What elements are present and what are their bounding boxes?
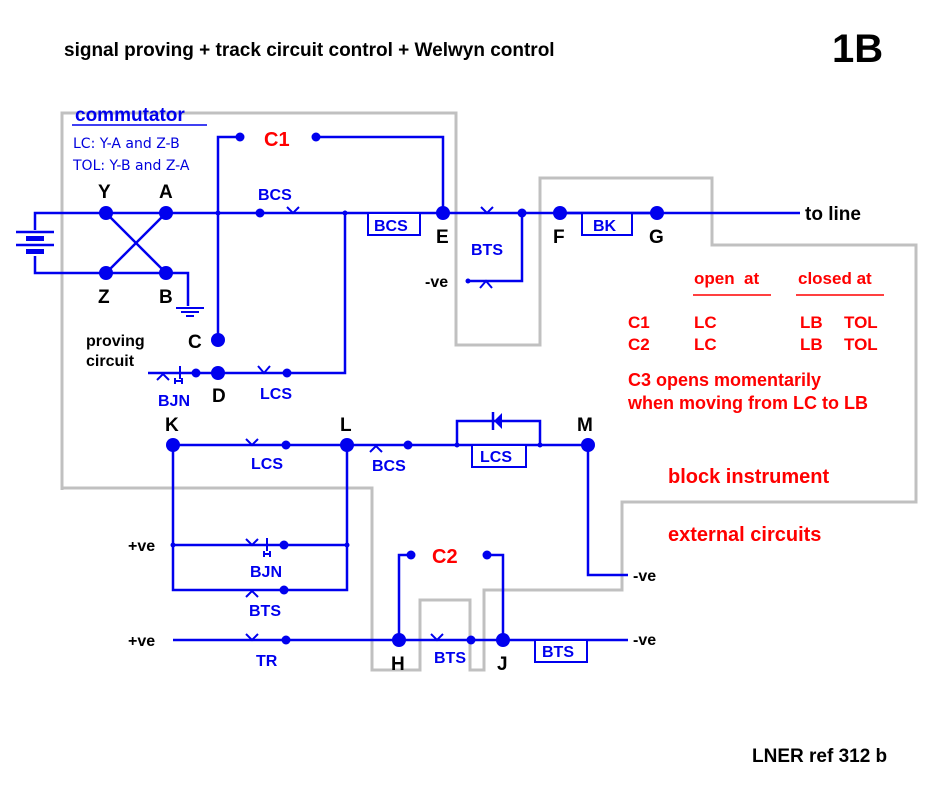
block-instrument-label: block instrument <box>668 466 829 488</box>
node-label-f: F <box>553 227 565 248</box>
lcs-contact-icon <box>257 365 271 375</box>
bjn-contact-icon <box>156 372 170 381</box>
node-label-a: A <box>159 182 173 203</box>
c3-note-line-2: when moving from LC to LB <box>627 393 868 413</box>
bjn-lower-label: BJN <box>250 564 282 581</box>
bts-hj-contact-icon <box>430 633 444 642</box>
bcs-top-label: BCS <box>258 187 292 204</box>
battery-icon <box>16 211 106 275</box>
table-header-closed: closed at <box>798 269 872 288</box>
tr-contact-icon <box>245 633 259 642</box>
node-label-e: E <box>436 227 449 248</box>
lcs-proving-label: LCS <box>260 386 292 403</box>
table-row-c2-contact: C2 <box>628 335 650 354</box>
proving-circuit-label-2: circuit <box>86 353 135 370</box>
tr-label: TR <box>256 653 278 670</box>
commutator-label: commutator <box>75 105 185 126</box>
lcs-relay-box <box>471 444 527 468</box>
table-row-c1-contact: C1 <box>628 313 650 332</box>
table-row-c1-closed-2: TOL <box>844 313 878 332</box>
bts-contact-icon <box>480 206 494 215</box>
bts-hj-label: BTS <box>434 650 466 667</box>
lcs-box-label: LCS <box>480 449 512 466</box>
bts-lower-label: BTS <box>249 603 281 620</box>
node-label-c: C <box>188 332 202 353</box>
table-row-c2-closed-1: LB <box>800 335 823 354</box>
diode-icon <box>491 412 502 430</box>
commutator-lc-rule: LC: Y-A and Z-B <box>73 136 180 152</box>
proving-circuit-label-1: proving <box>86 333 145 350</box>
page-title: signal proving + track circuit control +… <box>64 40 555 61</box>
c1-right-wire <box>316 135 445 213</box>
table-row-c1-closed-1: LB <box>800 313 823 332</box>
node-label-j: J <box>497 654 508 675</box>
node-label-g: G <box>649 227 664 248</box>
bcs-lm-contact-icon <box>369 444 383 453</box>
node-label-h: H <box>391 654 405 675</box>
pos-bjn-terminal: +ve <box>128 538 155 555</box>
node-label-b: B <box>159 287 173 308</box>
bts-relay-box <box>534 639 588 663</box>
bjn-proving-label: BJN <box>158 393 190 410</box>
ground-icon <box>176 307 204 317</box>
node-label-k: K <box>165 415 179 436</box>
table-header-open: open at <box>694 269 760 288</box>
table-row-c2-closed-2: TOL <box>844 335 878 354</box>
node-label-z: Z <box>98 287 110 308</box>
bts-lower-contact-icon <box>245 589 259 598</box>
node-dots <box>99 132 664 647</box>
bts-box-label: BTS <box>542 644 574 661</box>
bcs-lm-label: BCS <box>372 458 406 475</box>
bjn-lower-button-icon <box>263 538 271 557</box>
diagram-id: 1B <box>832 27 883 71</box>
bts-neg-contact-icon <box>479 279 493 289</box>
bjn-lower-contact-icon <box>245 538 259 547</box>
bts-top-label: BTS <box>471 242 503 259</box>
bjn-button-icon <box>174 366 183 384</box>
lner-reference: LNER ref 312 b <box>752 746 887 767</box>
bk-box-label: BK <box>593 218 617 235</box>
table-row-c1-open: LC <box>694 313 717 332</box>
external-circuits-label: external circuits <box>668 524 821 546</box>
lcs-kl-label: LCS <box>251 456 283 473</box>
node-label-m: M <box>577 415 593 436</box>
neg-m-terminal: -ve <box>633 568 656 585</box>
node-label-l: L <box>340 415 352 436</box>
node-label-d: D <box>212 386 226 407</box>
commutator-switch <box>105 211 204 317</box>
bcs-contact-icon <box>286 206 300 215</box>
c3-note-line-1: C3 opens momentarily <box>628 370 821 390</box>
bcs-box-label: BCS <box>374 218 408 235</box>
c1-left-wire <box>216 135 240 213</box>
to-line-terminal: to line <box>805 204 861 225</box>
lcs-kl-contact-icon <box>245 438 259 447</box>
pos-tr-terminal: +ve <box>128 633 155 650</box>
c1-contact-label: C1 <box>264 129 290 151</box>
c2-contact-label: C2 <box>432 546 458 568</box>
neg-j-terminal: -ve <box>633 632 656 649</box>
commutator-tol-rule: TOL: Y-B and Z-A <box>72 158 190 174</box>
table-row-c2-open: LC <box>694 335 717 354</box>
bcs-relay-box <box>367 212 421 236</box>
neg-bts-terminal: -ve <box>425 274 448 291</box>
block-instrument-boundary <box>60 111 918 672</box>
node-label-y: Y <box>98 182 111 203</box>
